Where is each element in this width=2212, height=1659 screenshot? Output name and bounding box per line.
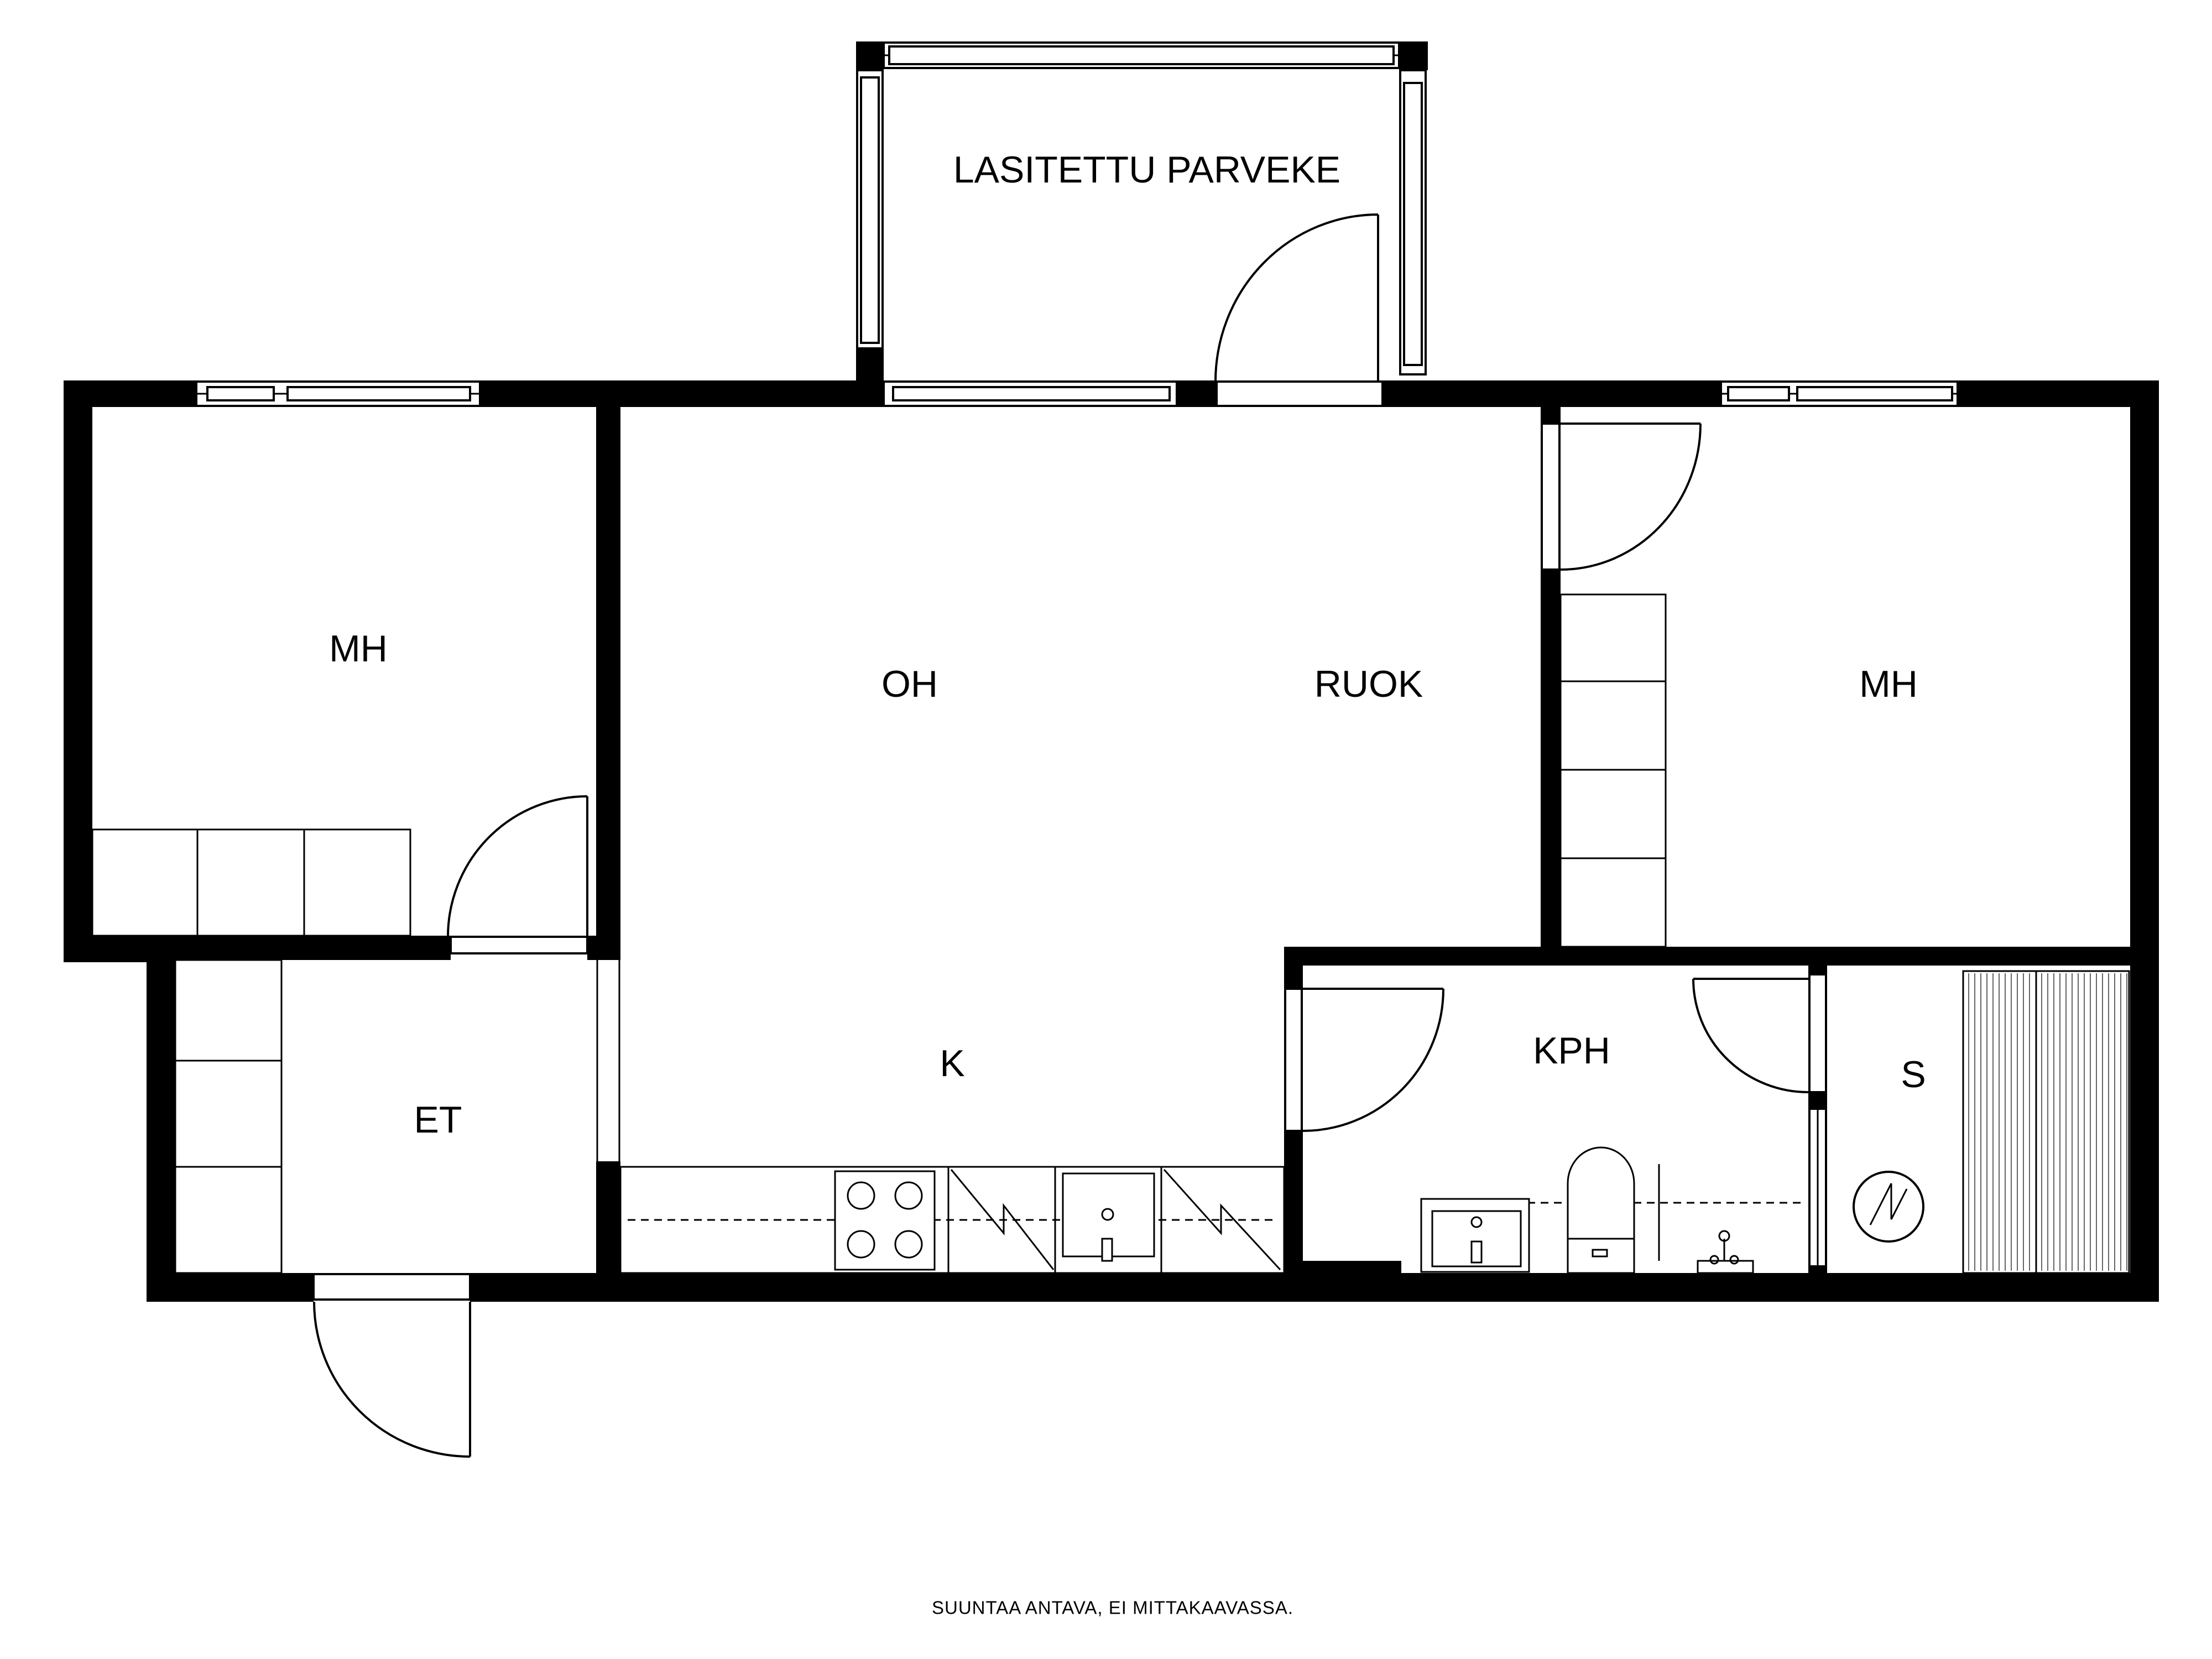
footer-note: SUUNTAA ANTAVA, EI MITTAKAAVASSA. (932, 1598, 1293, 1618)
windows (195, 380, 1959, 407)
outer-walls (64, 380, 2159, 1302)
room-label-entry: ET (414, 1099, 462, 1141)
right-bedroom-wardrobe (1559, 593, 1667, 948)
room-label-balcony: LASITETTU PARVEKE (953, 149, 1340, 191)
room-label-living: OH (881, 663, 938, 705)
sauna-stove-icon (1853, 1171, 1924, 1243)
entry-wardrobe (174, 959, 283, 1274)
kitchen-counter (619, 1166, 1285, 1274)
sauna-fixtures (1853, 970, 2130, 1274)
room-label-bathroom: KPH (1533, 1030, 1610, 1072)
room-labels: LASITETTU PARVEKE MH OH RUOK MH K ET KPH… (329, 149, 1926, 1141)
doors (312, 422, 1827, 1458)
room-label-bedroom-right: MH (1859, 663, 1918, 705)
room-label-kitchen: K (940, 1042, 964, 1084)
interior-walls (64, 407, 2159, 1302)
bathroom-fixtures (1420, 1146, 1806, 1274)
left-bedroom-wardrobe (91, 828, 411, 937)
stove (834, 1170, 936, 1271)
room-label-sauna: S (1901, 1053, 1926, 1095)
room-label-bedroom-left: MH (329, 628, 388, 670)
room-label-dining: RUOK (1314, 663, 1423, 705)
balcony (856, 41, 1428, 382)
